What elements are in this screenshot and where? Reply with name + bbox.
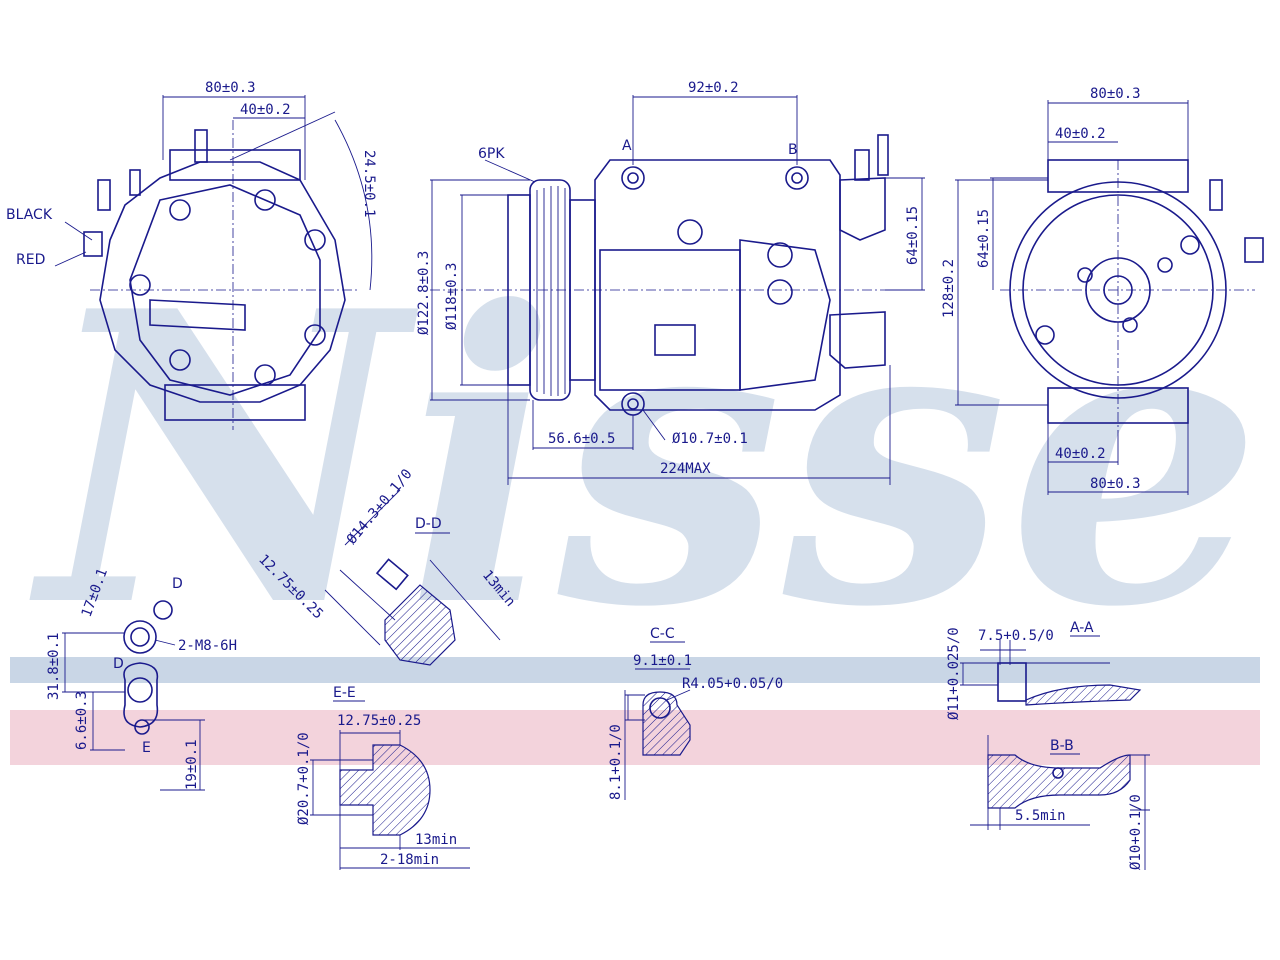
dim-aa-75: 7.5+0.5/0 [978, 628, 1054, 644]
dim-aa-11: Ø11+0.025/0 [946, 627, 962, 720]
mark-d1: D [172, 576, 183, 592]
section-dd-title: D-D [415, 516, 442, 532]
dim-center-92: 92±0.2 [688, 80, 739, 96]
dim-cc-91: 9.1±0.1 [633, 653, 692, 669]
blue-band [10, 657, 1260, 683]
dim-right-40-top: 40±0.2 [1055, 126, 1106, 142]
rear-view: 80±0.3 40±0.2 24.5±0.1 BLACK RED [6, 80, 377, 430]
dim-cc-r405: R4.05+0.05/0 [682, 676, 783, 692]
section-cc-title: C-C [650, 626, 675, 642]
mark-a: A [622, 138, 632, 154]
mark-b: B [788, 142, 798, 158]
section-aa: A-A 7.5+0.5/0 Ø11+0.025/0 [946, 620, 1142, 720]
dim-center-224: 224MAX [660, 461, 711, 477]
watermark-text: Nissens [28, 225, 1280, 695]
label-black: BLACK [6, 207, 53, 223]
front-view: 80±0.3 40±0.2 128±0.2 64±0.15 40±0.2 80±… [941, 86, 1264, 495]
dim-right-80-bot: 80±0.3 [1090, 476, 1141, 492]
dim-bb-10: Ø10+0.1/0 [1128, 794, 1144, 870]
dim-port-318: 31.8±0.1 [46, 633, 62, 700]
dim-right-128: 128±0.2 [941, 259, 957, 318]
dim-right-64: 64±0.15 [976, 209, 992, 268]
dim-cc-81: 8.1+0.1/0 [608, 724, 624, 800]
section-cc: C-C 9.1±0.1 R4.05+0.05/0 8.1+0.1/0 [608, 626, 783, 800]
side-view: 92±0.2 Ø122.8±0.3 Ø118±0.3 64±0.15 56.6±… [416, 80, 925, 485]
dim-center-dia122: Ø122.8±0.3 [416, 251, 432, 335]
section-bb-title: B-B [1050, 738, 1074, 754]
mark-e: E [142, 740, 151, 756]
dim-port-19: 19±0.1 [184, 739, 200, 790]
pink-band [10, 710, 1260, 765]
dim-ee-1275: 12.75±0.25 [337, 713, 421, 729]
section-bb: B-B 5.5min Ø10+0.1/0 [970, 735, 1150, 870]
label-belt: 6PK [478, 146, 505, 162]
dim-center-dia10: Ø10.7±0.1 [672, 431, 748, 447]
dim-left-40: 40±0.2 [240, 102, 291, 118]
section-ee-title: E-E [333, 685, 356, 701]
dim-center-64: 64±0.15 [905, 206, 921, 265]
dim-bb-55: 5.5min [1015, 808, 1066, 824]
dim-ee-13: 13min [415, 832, 457, 848]
dim-center-dia118: Ø118±0.3 [444, 263, 460, 330]
section-aa-title: A-A [1070, 620, 1094, 636]
mark-d2: D [113, 656, 124, 672]
dim-left-24: 24.5±0.1 [361, 150, 377, 217]
dim-right-80-top: 80±0.3 [1090, 86, 1141, 102]
section-ee: E-E 12.75±0.25 Ø20.7+0.1/0 13min 2-18min [296, 685, 470, 870]
label-red: RED [16, 252, 45, 268]
dim-right-40-bot: 40±0.2 [1055, 446, 1106, 462]
dim-center-56: 56.6±0.5 [548, 431, 615, 447]
dim-ee-18: 2-18min [380, 852, 439, 868]
dim-port-m8: 2-M8-6H [178, 638, 237, 654]
dim-ee-207: Ø20.7+0.1/0 [296, 732, 312, 825]
dim-port-66: 6.6±0.3 [74, 691, 90, 750]
dim-left-80: 80±0.3 [205, 80, 256, 96]
